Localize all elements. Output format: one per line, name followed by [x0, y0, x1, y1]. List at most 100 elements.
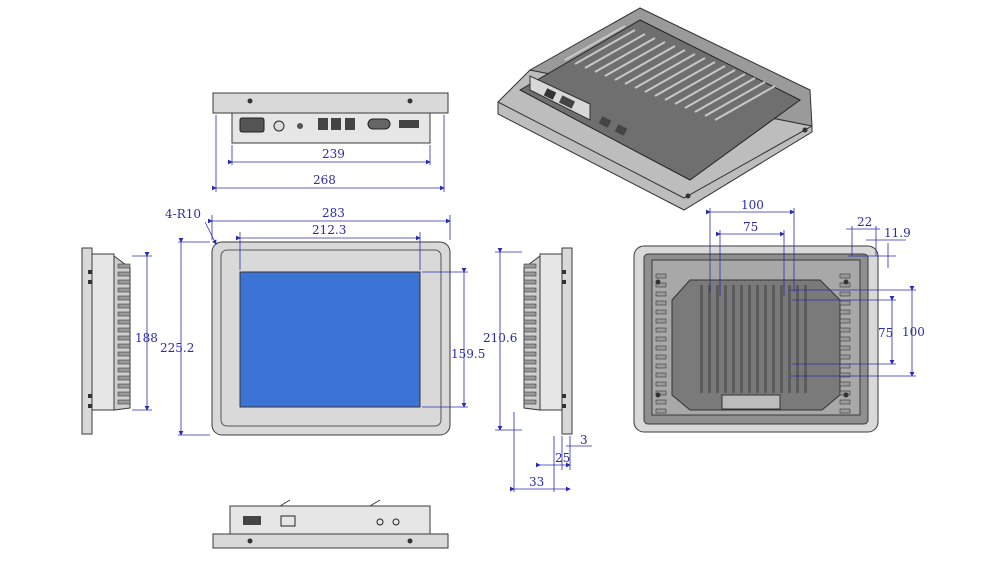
heatsink-fin — [700, 285, 703, 393]
heatsink-fin — [523, 367, 537, 373]
heatsink-fin — [523, 391, 537, 397]
heatsink-fin — [523, 295, 537, 301]
heatsink-fin — [740, 285, 743, 393]
dim-offset-22: 22 — [857, 215, 872, 229]
heatsink-fin — [117, 375, 131, 381]
heatsink-fin — [117, 359, 131, 365]
dim-depth-33: 33 — [529, 475, 544, 489]
heatsink-fin — [655, 390, 667, 396]
heatsink-fin — [796, 285, 799, 393]
heatsink-fin — [523, 311, 537, 317]
heatsink-fin — [664, 65, 726, 101]
heatsink-fin — [523, 335, 537, 341]
heatsink-fin — [117, 279, 131, 285]
heatsink-fin — [117, 367, 131, 373]
heatsink-fin — [839, 354, 851, 360]
heatsink-fin — [684, 73, 746, 109]
heatsink-fin — [694, 77, 756, 113]
heatsink-fin — [655, 300, 667, 306]
heatsink-fin — [724, 285, 727, 393]
dim-front-height: 225.2 — [160, 341, 194, 355]
heatsink-fin — [714, 85, 776, 121]
heatsink-fin — [117, 399, 131, 405]
dim-top-inner-width: 239 — [322, 147, 345, 161]
heatsink-fin — [839, 345, 851, 351]
heatsink-fin — [564, 25, 626, 61]
heatsink-fin — [839, 399, 851, 405]
heatsink-fin — [117, 271, 131, 277]
heatsink-fin — [655, 291, 667, 297]
heatsink-fin — [523, 279, 537, 285]
dim-front-width: 283 — [322, 206, 345, 220]
heatsink-fin — [523, 287, 537, 293]
heatsink-fin — [624, 49, 686, 85]
heatsink-fin — [839, 300, 851, 306]
heatsink-fin — [655, 273, 667, 279]
heatsink-fin — [523, 359, 537, 365]
heatsink-fin — [772, 285, 775, 393]
dim-corner-radius: 4-R10 — [165, 207, 201, 221]
heatsink-fin — [523, 375, 537, 381]
dim-offset-11-9: 11.9 — [884, 226, 911, 240]
heatsink-fin — [654, 61, 716, 97]
dim-mount-100-top: 100 — [741, 198, 764, 212]
heatsink-fin — [574, 29, 636, 65]
heatsink-fin — [644, 57, 706, 93]
heatsink-fin — [839, 309, 851, 315]
dim-screen-height: 159.5 — [451, 347, 485, 361]
heatsink-fin — [655, 408, 667, 414]
heatsink-fin — [117, 335, 131, 341]
heatsink-fin — [655, 336, 667, 342]
heatsink-fin — [523, 303, 537, 309]
front-view: 4-R10 283 212.3 225.2 159.5 — [160, 206, 485, 436]
heatsink-fin — [704, 81, 766, 117]
heatsink-fin — [117, 327, 131, 333]
vga-port-icon — [239, 117, 265, 133]
heatsink-fin — [655, 327, 667, 333]
heatsink-fin — [655, 354, 667, 360]
heatsink-fin — [839, 363, 851, 369]
heatsink-fin — [780, 285, 783, 393]
heatsink-fin — [655, 372, 667, 378]
heatsink-fin — [117, 391, 131, 397]
dim-side-height: 188 — [135, 331, 158, 345]
heatsink-fin — [655, 381, 667, 387]
heatsink-fin — [655, 309, 667, 315]
heatsink-fin — [523, 271, 537, 277]
heatsink-fin — [523, 327, 537, 333]
heatsink-fin — [839, 291, 851, 297]
heatsink-fin — [117, 263, 131, 269]
heatsink-fin — [117, 311, 131, 317]
heatsink-fin — [117, 295, 131, 301]
heatsink-fin — [708, 285, 711, 393]
dim-depth-3: 3 — [580, 433, 588, 447]
dim-mount-75-top: 75 — [743, 220, 758, 234]
heatsink-fin — [117, 287, 131, 293]
heatsink-fin — [523, 319, 537, 325]
heatsink-fin — [788, 285, 791, 393]
heatsink-fin — [117, 303, 131, 309]
top-view: 239 268 — [212, 92, 449, 192]
heatsink-fin — [839, 273, 851, 279]
heatsink-fin — [804, 285, 807, 393]
left-side-view: 188 — [81, 247, 158, 435]
heatsink-fin — [523, 351, 537, 357]
heatsink-fin — [523, 263, 537, 269]
heatsink-fin — [523, 343, 537, 349]
heatsink-fin — [117, 383, 131, 389]
heatsink-fin — [655, 318, 667, 324]
heatsink-fin — [117, 319, 131, 325]
rear-view: 100 75 22 11.9 75 100 — [633, 198, 925, 433]
heatsink-fin — [523, 399, 537, 405]
heatsink-fin — [839, 318, 851, 324]
heatsink-fin — [839, 408, 851, 414]
dim-mount-100-right: 100 — [902, 325, 925, 339]
heatsink-fin — [764, 285, 767, 393]
dim-cutout-height: 210.6 — [483, 331, 517, 345]
heatsink-fin — [584, 33, 646, 69]
heatsink-fin — [655, 345, 667, 351]
dim-top-outer-width: 268 — [313, 173, 336, 187]
isometric-view — [497, 7, 813, 211]
dim-mount-75-right: 75 — [878, 326, 893, 340]
usb-port-icon — [243, 516, 261, 525]
